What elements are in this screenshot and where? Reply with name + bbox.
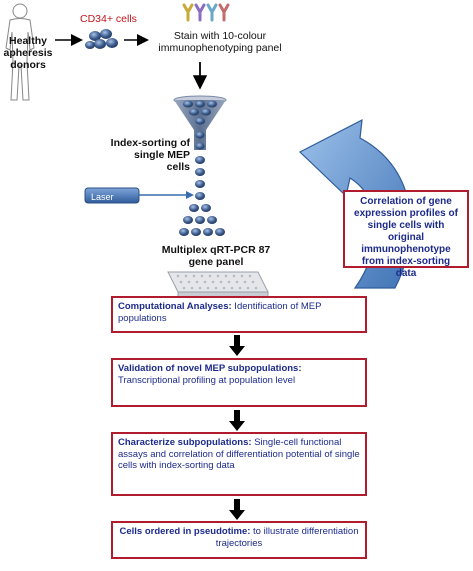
step-characterize: Characterize subpopulations: Single-cell… xyxy=(111,432,367,496)
step-arrows xyxy=(229,335,245,520)
step-2-title: Validation of novel MEP subpopulations: xyxy=(118,363,302,374)
step-pseudotime: Cells ordered in pseudotime: to illustra… xyxy=(111,521,367,559)
stain-label: Stain with 10-colour immunophenotyping p… xyxy=(158,30,282,54)
step-1-title: Computational Analyses: xyxy=(118,301,232,312)
step-3-title: Characterize subpopulations: xyxy=(118,437,252,448)
cd34-cells-label: CD34+ cells xyxy=(80,13,137,25)
step-computational-analyses: Computational Analyses: Identification o… xyxy=(111,296,367,333)
donor-label: Healthy apheresis donors xyxy=(3,35,53,71)
step-2-text: Transcriptional profiling at population … xyxy=(118,374,296,386)
index-sorting-label: Index-sorting of single MEP cells xyxy=(110,137,190,173)
step-4-text: to illustrate differentiation trajectori… xyxy=(215,526,359,549)
qpcr-plate-icon xyxy=(167,271,269,298)
step-validation: Validation of novel MEP subpopulations: … xyxy=(111,358,367,407)
step-4-title: Cells ordered in pseudotime: xyxy=(119,526,251,537)
qpcr-label: Multiplex qRT-PCR 87 gene panel xyxy=(161,244,271,268)
laser-label: Laser xyxy=(91,192,114,202)
donor-silhouette-icon xyxy=(5,3,35,101)
funnel-cells xyxy=(183,100,217,150)
step-3-text: Single-cell functional assays and correl… xyxy=(118,437,360,471)
antibody-icon xyxy=(182,3,230,22)
cd34-cells-cluster-icon xyxy=(85,29,118,49)
correlation-box: Correlation of gene expression profiles … xyxy=(343,190,469,279)
laser-icon xyxy=(84,187,194,204)
step-1-text: Identification of MEP populations xyxy=(118,301,322,324)
correlation-text: Correlation of gene expression profiles … xyxy=(354,196,458,279)
sorted-single-cells xyxy=(179,156,225,236)
